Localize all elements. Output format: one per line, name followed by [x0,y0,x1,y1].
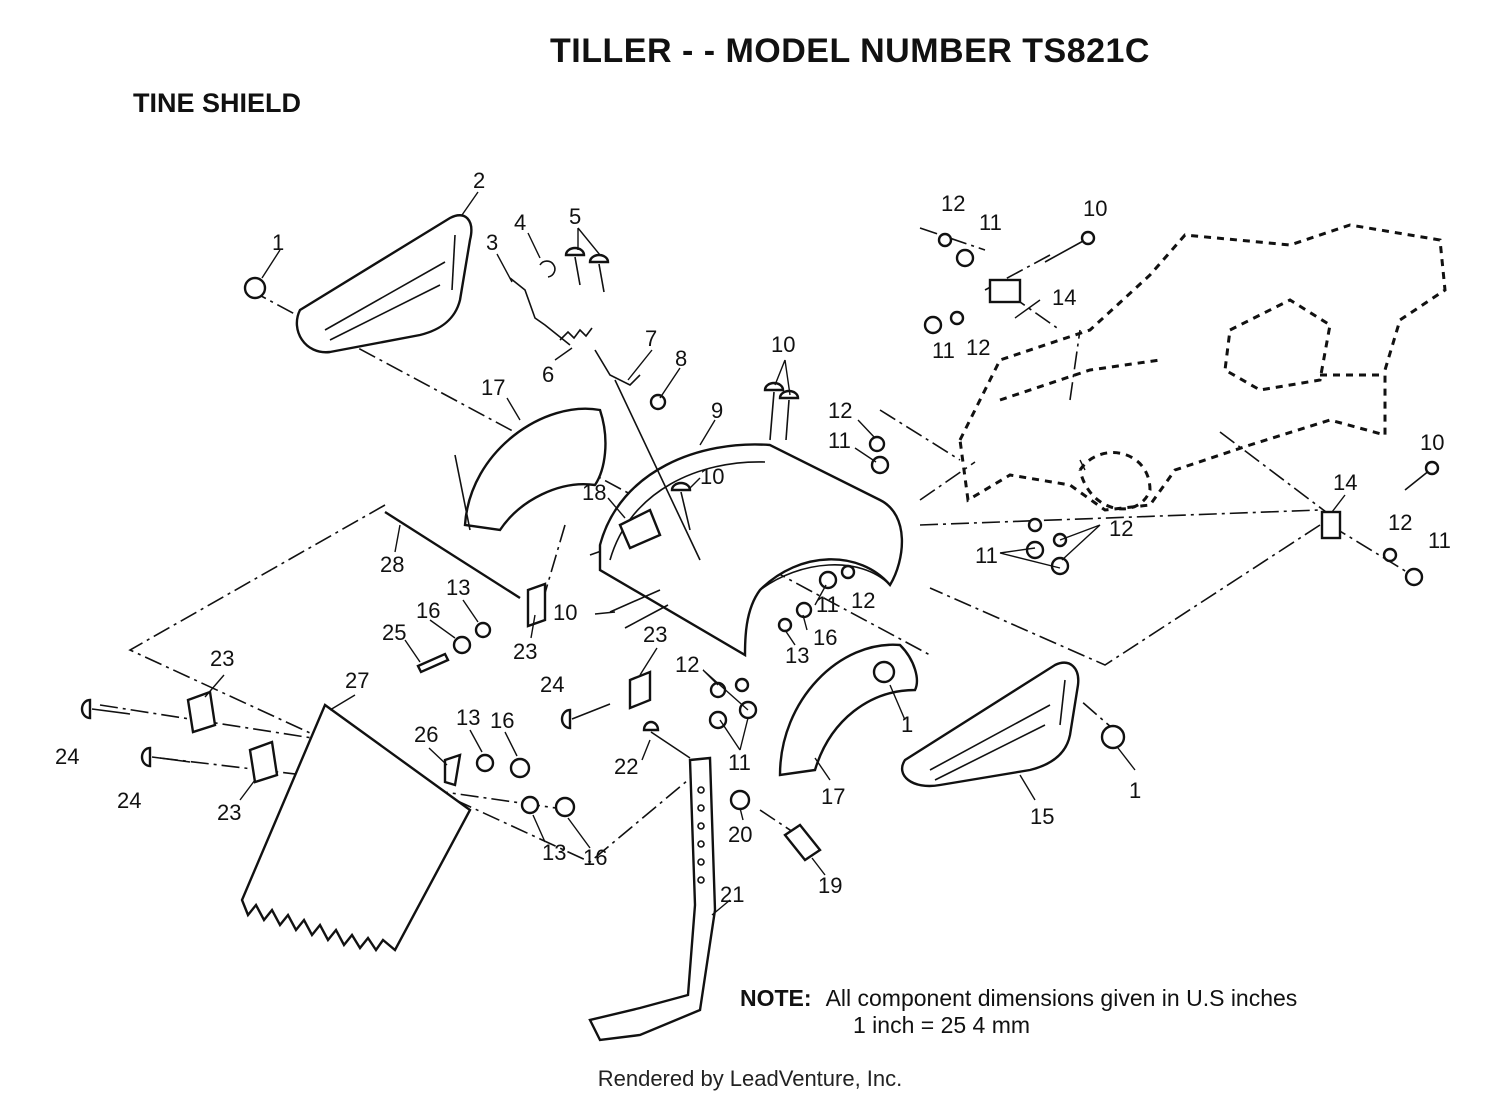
callout: 16 [813,625,837,650]
callout: 13 [446,575,470,600]
callout: 14 [1333,470,1357,495]
callout: 10 [771,332,795,357]
callout: 18 [582,480,606,505]
section-title: TINE SHIELD [133,88,302,118]
callout: 23 [217,800,241,825]
callout: 13 [456,705,480,730]
callout: 1 [272,230,284,255]
callout: 5 [569,204,581,229]
callout: 12 [675,652,699,677]
callout: 17 [821,784,845,809]
callout: 16 [416,598,440,623]
callout: 12 [1388,510,1412,535]
diagram-title: TILLER - - MODEL NUMBER TS821C [550,32,1150,70]
callout: 12 [828,398,852,423]
serrated-flap [240,703,472,953]
callout: 14 [1052,285,1076,310]
left-side-shield [295,214,473,354]
render-credit: Rendered by LeadVenture, Inc. [597,1066,903,1091]
callout: 12 [1109,516,1133,541]
right-side-shield [900,661,1080,788]
callout: 11 [728,750,751,775]
callout-leaders [204,191,1346,916]
callout: 26 [414,722,438,747]
callout: 15 [1030,804,1054,829]
callout: 1 [1129,778,1141,803]
callout: 11 [975,543,998,568]
callout: 27 [345,668,369,693]
callout: 24 [540,672,564,697]
callout: 23 [513,639,537,664]
callout: 4 [514,210,526,235]
dimension-note: NOTE: All component dimensions given in U… [740,985,1297,1039]
callout: 11 [828,428,851,453]
depth-bar [588,756,717,1042]
callout: 21 [720,882,744,907]
callout: 10 [553,600,577,625]
callout: 2 [473,168,485,193]
depth-bar-holes [697,786,705,884]
left-flap [454,407,607,532]
callout: 11 [816,592,839,617]
callout: 20 [728,822,752,847]
callout: 10 [1420,430,1444,455]
callout: 6 [542,362,554,387]
callout: 7 [645,326,657,351]
callout: 12 [966,335,990,360]
callout: 3 [486,230,498,255]
callout: 13 [542,840,566,865]
callout: 11 [1428,528,1451,553]
callout: 16 [583,845,607,870]
callout: 12 [851,588,875,613]
callout: 19 [818,873,842,898]
callout: 25 [382,620,406,645]
callout-numbers: 1 2 3 4 5 6 7 8 9 10 10 10 10 10 12 11 1… [55,168,1451,907]
callout: 23 [643,622,667,647]
callout: 11 [979,210,1002,235]
callout: 24 [55,744,79,769]
callout: 22 [614,754,638,779]
hardware [80,230,1440,862]
callout: 13 [785,643,809,668]
callout: 12 [941,191,965,216]
note-line-2: 1 inch = 25 4 mm [853,1012,1031,1038]
callout: 11 [932,338,955,363]
callout: 23 [210,646,234,671]
note-label: NOTE: [740,985,812,1011]
callout: 1 [901,712,913,737]
callout: 28 [380,552,404,577]
main-tine-shield [598,443,904,658]
callout: 16 [490,708,514,733]
callout: 17 [481,375,505,400]
callout: 24 [117,788,141,813]
callout: 8 [675,346,687,371]
note-line-1: All component dimensions given in U.S in… [825,985,1298,1011]
callout: 10 [700,464,724,489]
callout: 9 [711,398,723,423]
callout: 10 [1083,196,1107,221]
tiller-frame-outline [958,223,1447,512]
